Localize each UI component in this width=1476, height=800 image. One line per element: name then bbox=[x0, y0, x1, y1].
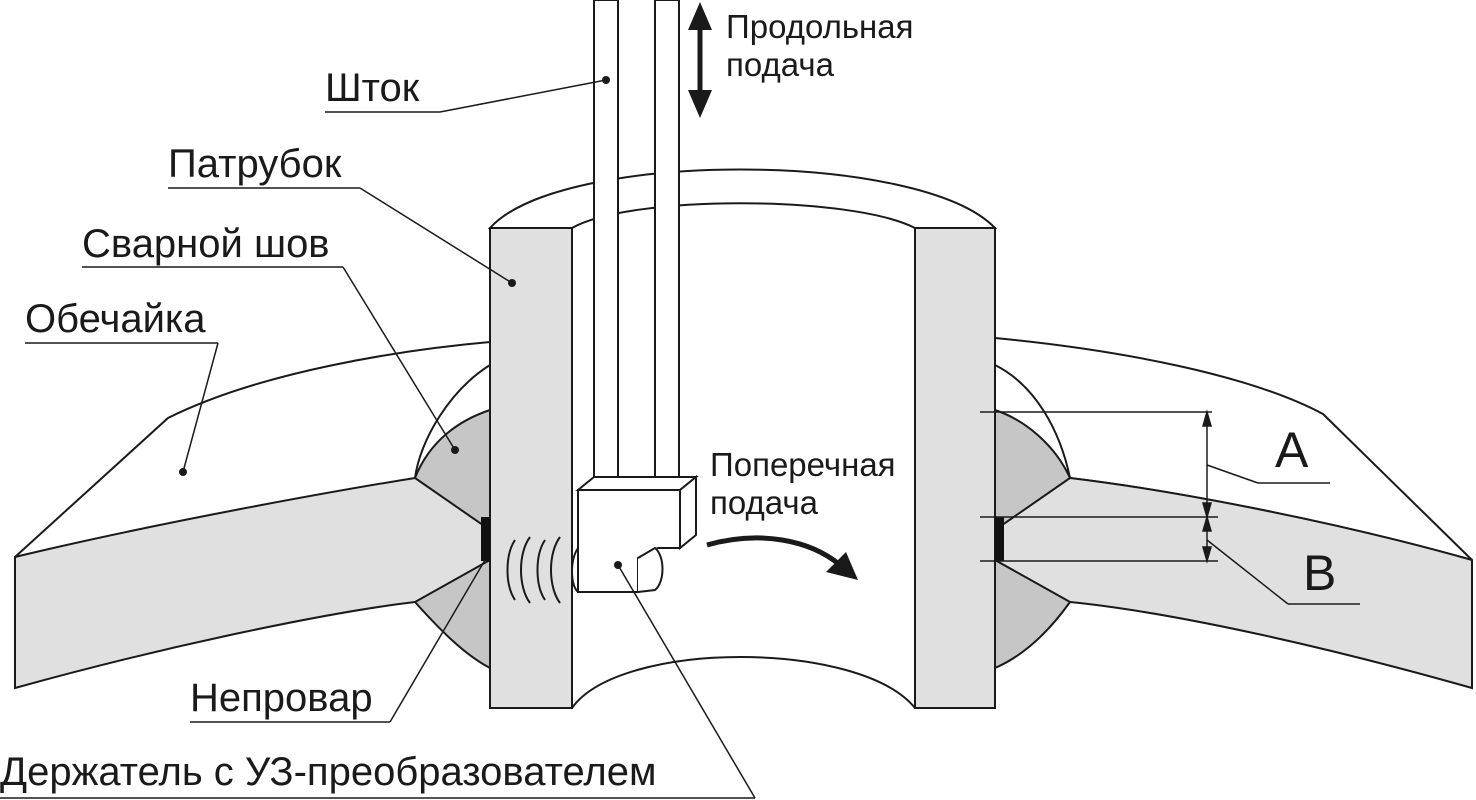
transverse-feed-arrow-line bbox=[706, 535, 842, 567]
leader-dots bbox=[179, 76, 622, 569]
nozzle-bottom-arc bbox=[571, 656, 916, 709]
label-holder: Держатель с УЗ-преобразователем bbox=[0, 750, 657, 794]
holder-front bbox=[577, 489, 681, 593]
longitudinal-feed-arrow-up bbox=[688, 2, 712, 30]
nozzle-wall-left bbox=[489, 227, 573, 709]
label-dim-b: B bbox=[1303, 545, 1337, 601]
nozzle-wall-right bbox=[914, 227, 996, 709]
transducer-cylinder bbox=[637, 546, 664, 593]
defect-left bbox=[481, 517, 490, 561]
holder-side bbox=[679, 474, 697, 551]
weld-cap-right bbox=[994, 364, 1071, 479]
label-dim-a: A bbox=[1275, 422, 1309, 478]
label-transverse-feed: Поперечная подача bbox=[710, 446, 896, 521]
shell-right-section bbox=[994, 468, 1473, 690]
label-longitudinal-feed: Продольная подача bbox=[726, 8, 914, 83]
defect-right bbox=[995, 517, 1004, 561]
nozzle-top-rim bbox=[487, 168, 998, 229]
label-shell: Обечайка bbox=[25, 297, 206, 341]
label-lack-of-fusion: Непровар bbox=[190, 676, 373, 720]
ultrasound-waves bbox=[506, 536, 561, 604]
weld-cap-left bbox=[414, 364, 491, 479]
holder-top bbox=[575, 476, 699, 491]
rod-left bbox=[593, 0, 619, 489]
leader-lines bbox=[0, 79, 1360, 799]
rod-right bbox=[654, 0, 680, 489]
transducer-face bbox=[571, 547, 579, 593]
transverse-feed-arrow-head bbox=[826, 552, 858, 580]
label-rod: Шток bbox=[325, 66, 420, 110]
label-weld: Сварной шов bbox=[82, 222, 330, 266]
label-nozzle: Патрубок bbox=[168, 142, 342, 186]
dimension-lines bbox=[980, 409, 1218, 564]
longitudinal-feed-arrow-down bbox=[688, 90, 712, 118]
